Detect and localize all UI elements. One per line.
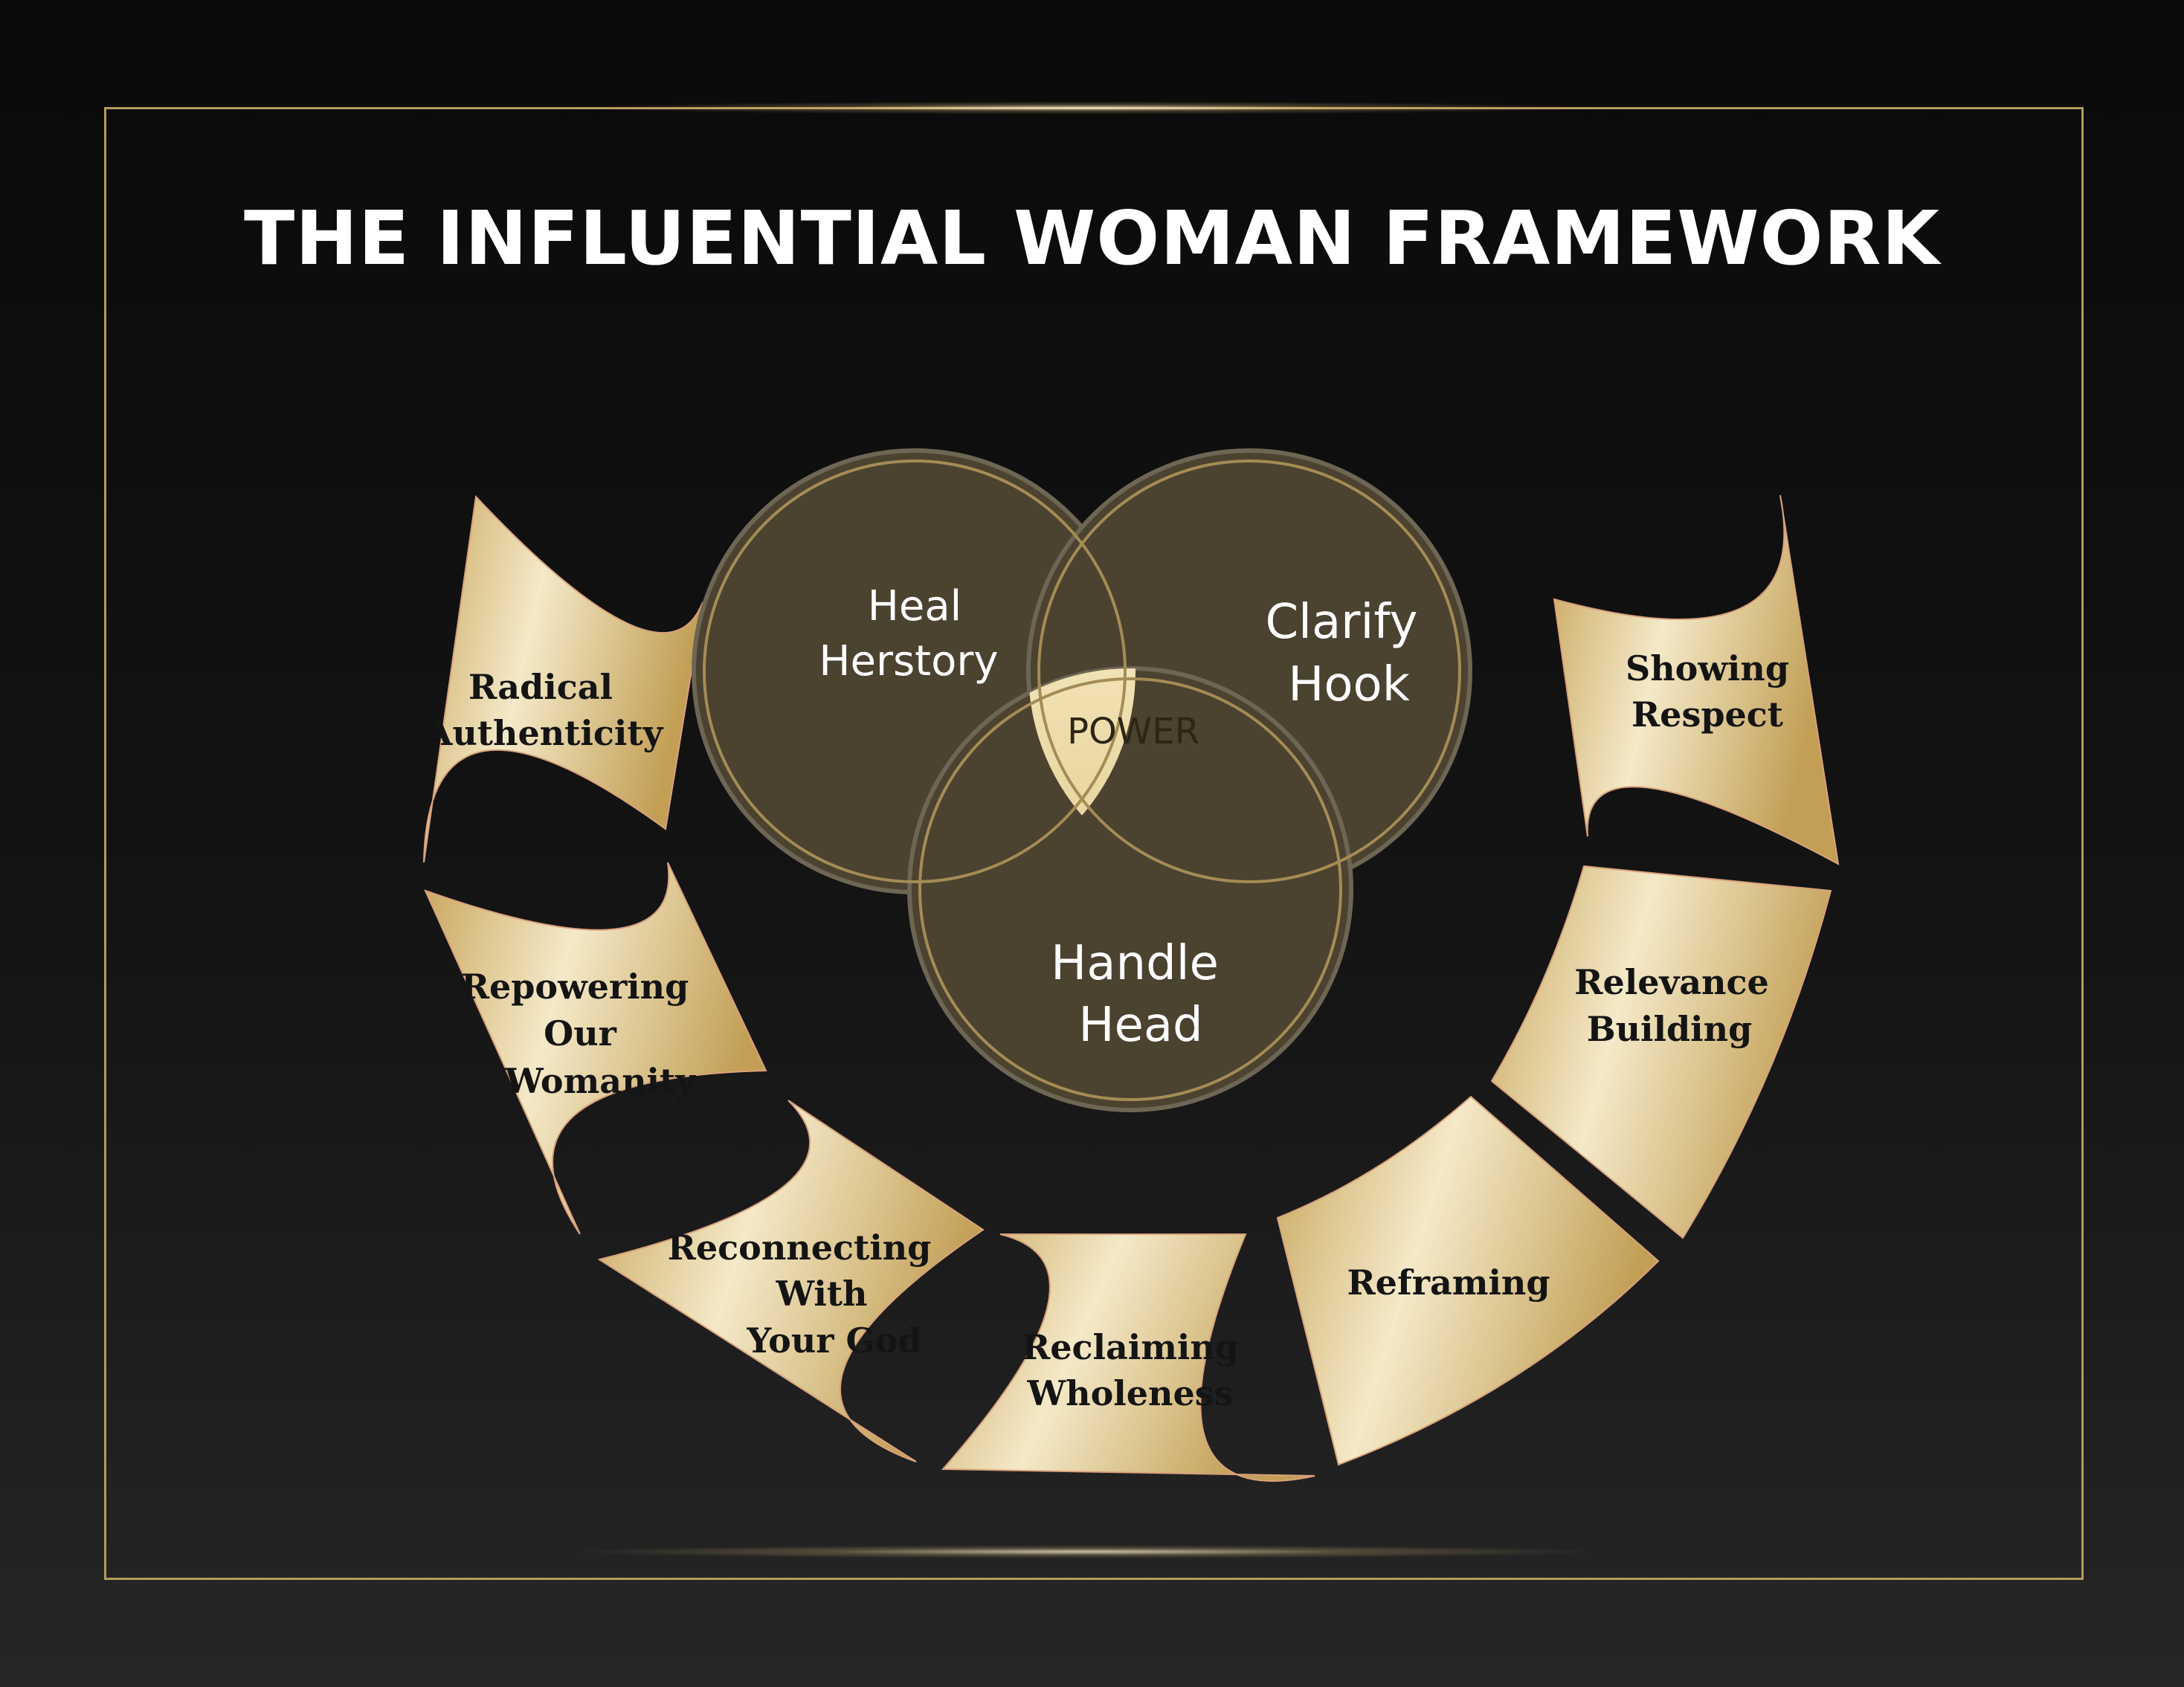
segment-1-label-line-2: Authenticity bbox=[425, 713, 664, 753]
venn-inner-ring-1 bbox=[703, 459, 1127, 883]
ring-segment-1 bbox=[423, 494, 703, 863]
segment-2-label-line-3: Womanity bbox=[504, 1061, 696, 1101]
venn-inner-ring-2 bbox=[1037, 459, 1461, 883]
venn-label-head: Head bbox=[1078, 998, 1202, 1053]
segment-6-label-line-2: Building bbox=[1587, 1009, 1753, 1049]
ring-segment-4 bbox=[941, 1233, 1315, 1482]
segment-labels: RadicalAuthenticityRepoweringOurWomanity… bbox=[425, 648, 1789, 1413]
venn-label-power: POWER bbox=[1067, 711, 1199, 752]
segment-6-label-line-1: Relevance bbox=[1574, 962, 1769, 1002]
segment-4-label-line-2: Wholeness bbox=[1026, 1373, 1233, 1413]
segment-5-label-line-1: Reframing bbox=[1347, 1262, 1550, 1303]
segment-2-label-line-2: Our bbox=[544, 1013, 617, 1054]
venn-diagram: Heal Herstory Clarify Hook Handle Head P… bbox=[692, 448, 1472, 1112]
venn-inner-ring-3 bbox=[918, 677, 1342, 1101]
segment-4-label-line-1: Reclaiming bbox=[1022, 1327, 1239, 1367]
segment-3-label-line-3: Your God bbox=[746, 1320, 921, 1361]
segment-3-label-line-2: With bbox=[775, 1274, 867, 1314]
ring-segment-7 bbox=[1553, 494, 1840, 865]
page-title: THE INFLUENTIAL WOMAN FRAMEWORK bbox=[244, 195, 1940, 282]
segment-7-label-line-2: Respect bbox=[1631, 694, 1784, 735]
segment-2-label-line-1: Repowering bbox=[461, 967, 689, 1007]
segment-7-label-line-1: Showing bbox=[1626, 648, 1789, 688]
outer-ring bbox=[423, 494, 1840, 1482]
venn-label-heal: Heal bbox=[868, 582, 961, 630]
ring-segment-2 bbox=[424, 862, 767, 1235]
venn-label-herstory: Herstory bbox=[819, 637, 998, 686]
venn-label-handle: Handle bbox=[1051, 936, 1219, 991]
ring-segment-5 bbox=[1276, 1095, 1660, 1466]
venn-label-clarify: Clarify bbox=[1265, 595, 1417, 650]
segment-1-label-line-1: Radical bbox=[468, 667, 613, 707]
venn-label-hook: Hook bbox=[1288, 657, 1410, 712]
ring-segment-6 bbox=[1490, 865, 1832, 1239]
segment-3-label-line-1: Reconnecting bbox=[668, 1228, 932, 1268]
ring-segment-3 bbox=[597, 1100, 985, 1462]
